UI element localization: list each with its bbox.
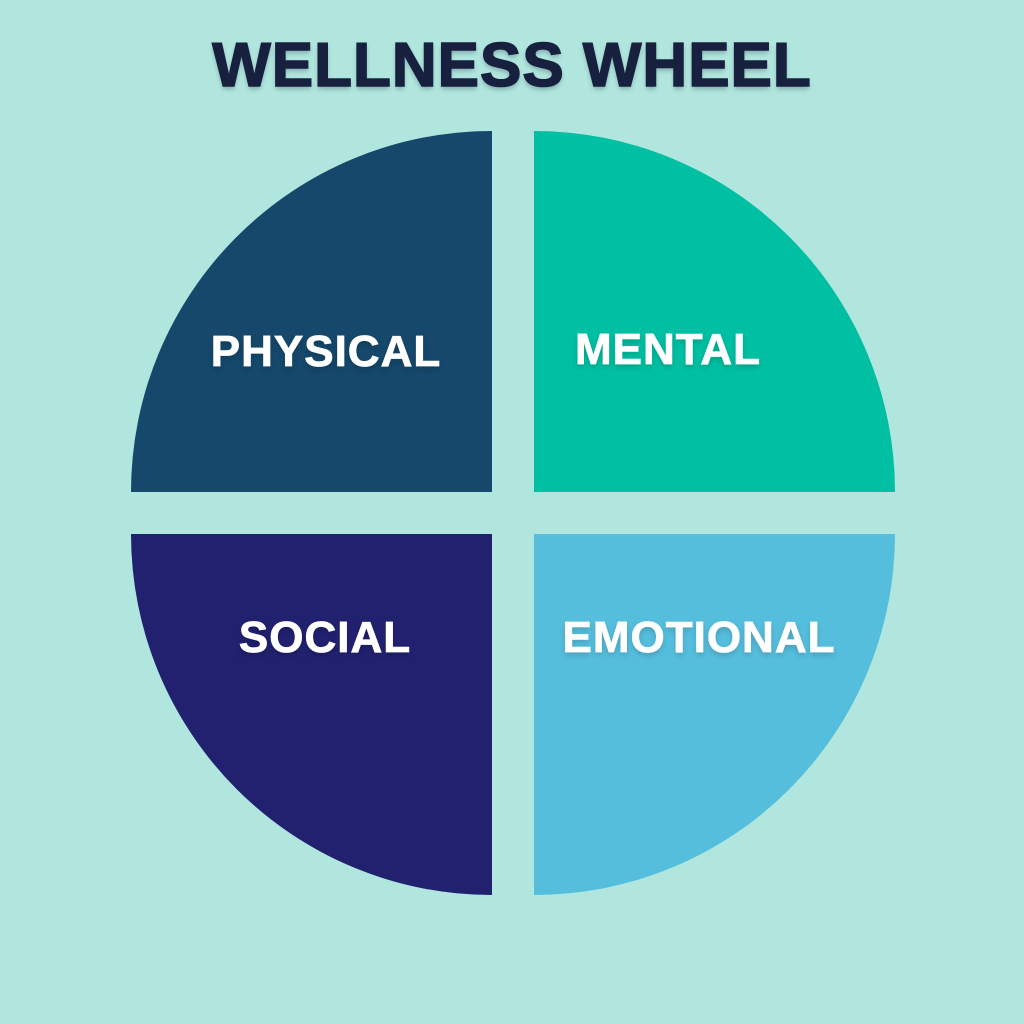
- quadrant-label-social: SOCIAL: [238, 613, 412, 663]
- quadrant-emotional-segment: [534, 534, 895, 895]
- quadrant-label-physical: PHYSICAL: [210, 327, 442, 377]
- quadrant-physical-segment: [131, 131, 492, 492]
- quadrant-label-mental: MENTAL: [574, 325, 762, 375]
- quadrant-mental-segment: [534, 131, 895, 492]
- page-title: WELLNESS WHEEL: [211, 30, 812, 101]
- quadrant-social-segment: [131, 534, 492, 895]
- quadrant-label-emotional: EMOTIONAL: [562, 613, 836, 663]
